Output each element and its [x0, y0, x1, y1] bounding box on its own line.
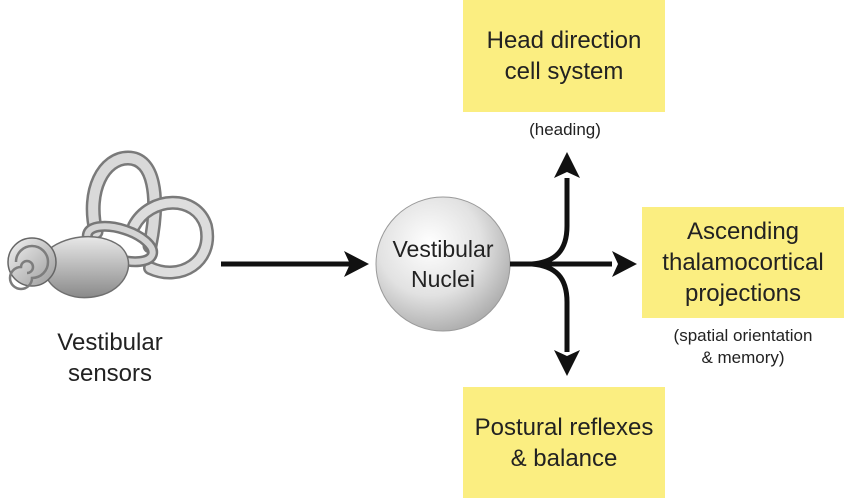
arrowhead-right: [612, 251, 637, 277]
spatial-orientation-note: (spatial orientation & memory): [642, 325, 844, 369]
arrowhead-down: [554, 350, 580, 376]
arrowhead-up: [554, 152, 580, 178]
nuclei-line2: Nuclei: [411, 266, 475, 292]
vestibular-sensors-label: Vestibular sensors: [25, 327, 195, 389]
postural-line2: & balance: [510, 444, 618, 472]
sensors-line2: sensors: [67, 360, 153, 387]
head-direction-box: Head direction cell system: [463, 0, 665, 112]
thalamocortical-line1: Ascending: [686, 218, 800, 245]
thalamocortical-line3: projections: [684, 280, 802, 307]
vestibular-nuclei-label: Vestibular Nuclei: [376, 234, 510, 294]
spatial-orientation-note-line1: (spatial orientation: [673, 326, 813, 345]
sensors-line1: Vestibular: [57, 329, 163, 356]
head-direction-line1: Head direction: [486, 27, 642, 54]
sensors-to-nuclei-arrow: [221, 251, 369, 277]
thalamocortical-line2: thalamocortical: [662, 249, 824, 276]
spatial-orientation-note-line2: & memory): [701, 348, 785, 367]
heading-note: (heading): [529, 120, 601, 139]
thalamocortical-box: Ascending thalamocortical projections: [642, 207, 844, 318]
postural-line1: Postural reflexes: [474, 413, 654, 441]
postural-box: Postural reflexes & balance: [463, 387, 665, 498]
head-direction-line2: cell system: [504, 58, 624, 85]
nuclei-line1: Vestibular: [392, 236, 494, 262]
branch-arrows: [510, 178, 612, 352]
inner-ear-icon: [7, 150, 215, 299]
